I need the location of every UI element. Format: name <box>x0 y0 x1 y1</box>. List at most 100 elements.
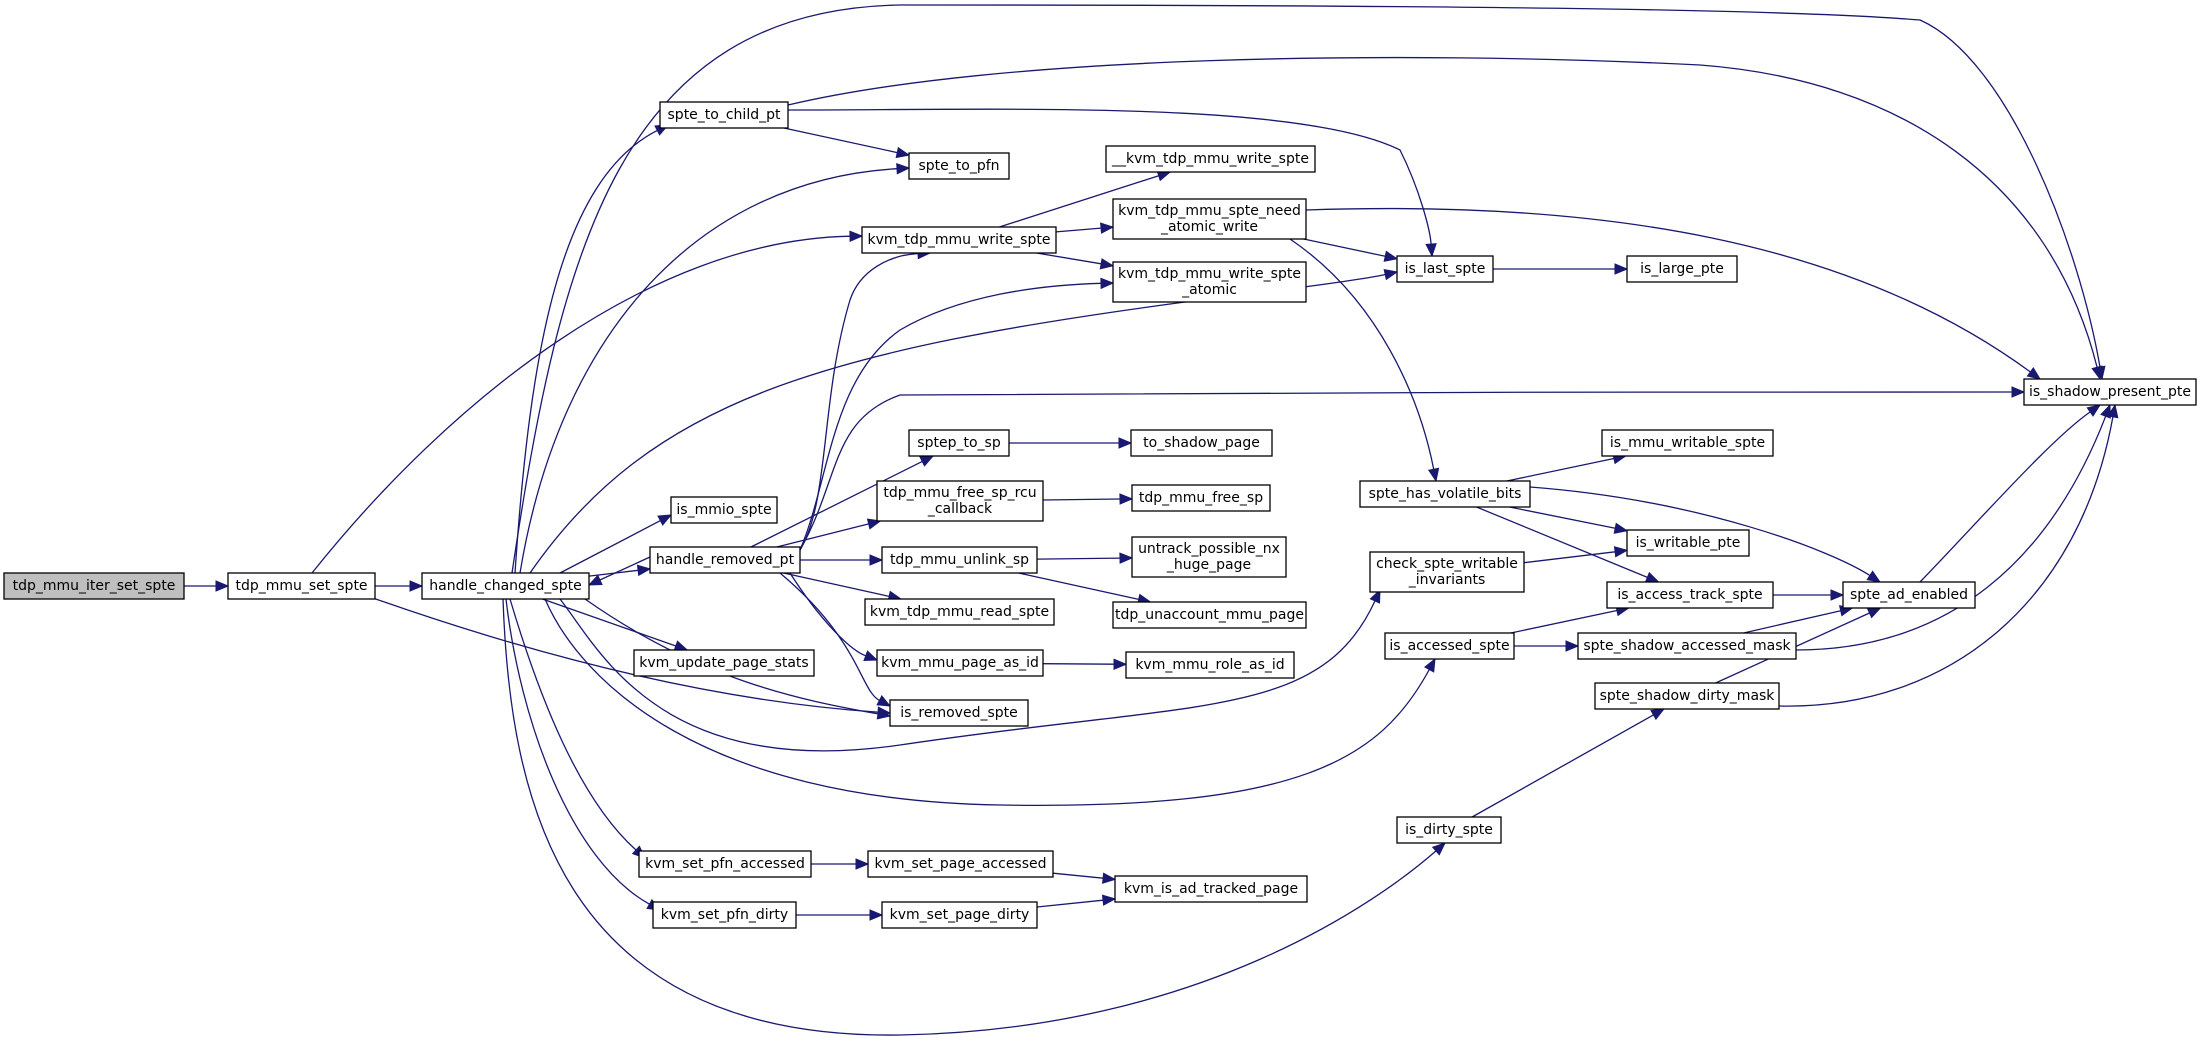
node-sptep_to_sp[interactable]: sptep_to_sp <box>908 429 1010 457</box>
node-kvm_set_page_accessed[interactable]: kvm_set_page_accessed <box>867 850 1054 878</box>
node-is_access_track_spte[interactable]: is_access_track_spte <box>1606 581 1774 609</box>
node-kvm_is_ad_tracked_page[interactable]: kvm_is_ad_tracked_page <box>1114 875 1308 903</box>
edge-spte_shadow_dirty_mask-to-is_shadow_present_pte <box>1778 403 2119 707</box>
node-label: spte_to_child_pt <box>668 107 781 123</box>
node-spte_shadow_dirty_mask[interactable]: spte_shadow_dirty_mask <box>1594 682 1780 710</box>
node-label: is_removed_spte <box>900 705 1018 721</box>
node-kvm_set_pfn_accessed[interactable]: kvm_set_pfn_accessed <box>638 850 812 878</box>
node-label: is_dirty_spte <box>1405 822 1493 838</box>
arrowhead-icon <box>895 146 911 159</box>
edge-line <box>776 523 869 548</box>
node-kvm_tdp_mmu_write_spte_atomic[interactable]: kvm_tdp_mmu_write_spte_atomic <box>1112 261 1307 303</box>
arrowhead-icon <box>2026 366 2042 380</box>
node-kvm_set_pfn_dirty[interactable]: kvm_set_pfn_dirty <box>652 901 797 929</box>
node-spte_to_child_pt[interactable]: spte_to_child_pt <box>659 101 789 129</box>
arrowhead-icon <box>1383 268 1399 281</box>
node-box <box>227 572 376 600</box>
node-handle_changed_spte[interactable]: handle_changed_spte <box>421 572 590 600</box>
edge-line <box>799 391 2013 551</box>
node-spte_shadow_accessed_mask[interactable]: spte_shadow_accessed_mask <box>1577 632 1797 660</box>
node-label: is_mmu_writable_spte <box>1610 435 1765 451</box>
node-label: is_mmio_spte <box>676 502 771 518</box>
node-kvm_set_page_dirty[interactable]: kvm_set_page_dirty <box>881 901 1038 929</box>
node-is_removed_spte[interactable]: is_removed_spte <box>889 699 1029 727</box>
node-label: kvm_is_ad_tracked_page <box>1124 881 1298 897</box>
node-is_dirty_spte[interactable]: is_dirty_spte <box>1396 816 1502 844</box>
node-kvm_tdp_mmu_spte_need_atomic_write[interactable]: kvm_tdp_mmu_spte_need_atomic_write <box>1112 198 1307 240</box>
arrowhead-icon <box>1113 658 1128 670</box>
arrowhead-icon <box>1119 552 1134 564</box>
node-kvm_mmu_page_as_id[interactable]: kvm_mmu_page_as_id <box>876 649 1044 677</box>
node-tdp_mmu_set_spte[interactable]: tdp_mmu_set_spte <box>227 572 376 600</box>
arrowhead-icon <box>849 230 864 242</box>
node-to_shadow_page[interactable]: to_shadow_page <box>1130 429 1273 457</box>
node-spte_ad_enabled[interactable]: spte_ad_enabled <box>1842 581 1976 609</box>
edge-spte_to_child_pt-to-is_shadow_present_pte <box>787 56 2103 381</box>
edge-is_accessed_spte-to-spte_shadow_accessed_mask <box>1514 640 1580 652</box>
edge-handle_changed_spte-to-is_last_spte <box>529 268 1399 574</box>
arrowhead-icon <box>215 580 230 592</box>
node-is_writable_pte[interactable]: is_writable_pte <box>1626 529 1750 557</box>
edge-is_accessed_spte-to-is_access_track_spte <box>1510 604 1630 634</box>
edge-handle_removed_pt-to-is_removed_spte <box>779 572 892 707</box>
node-kvm_tdp_mmu_read_spte[interactable]: kvm_tdp_mmu_read_spte <box>864 598 1055 626</box>
node-box <box>670 496 778 524</box>
edge-spte_shadow_accessed_mask-to-is_shadow_present_pte <box>1795 403 2111 651</box>
node-is_mmu_writable_spte[interactable]: is_mmu_writable_spte <box>1601 429 1774 457</box>
edge-line <box>1055 227 1102 233</box>
node-kvm_mmu_role_as_id[interactable]: kvm_mmu_role_as_id <box>1125 651 1295 679</box>
node-is_large_pte[interactable]: is_large_pte <box>1626 255 1738 283</box>
node-is_mmio_spte[interactable]: is_mmio_spte <box>670 496 778 524</box>
node-box <box>633 649 815 677</box>
edge-spte_to_child_pt-to-is_last_spte <box>787 108 1437 258</box>
arrowhead-icon <box>1369 588 1381 604</box>
node-box <box>876 649 1044 677</box>
edge-line <box>787 108 1432 245</box>
arrowhead-icon <box>409 580 424 592</box>
edge-spte_has_volatile_bits-to-is_access_track_spte <box>1476 506 1660 583</box>
node-box <box>649 546 801 574</box>
arrowhead-icon <box>1613 546 1629 558</box>
node-label: spte_to_pfn <box>918 158 999 174</box>
arrowhead-icon <box>1119 493 1134 505</box>
arrowhead-icon <box>1866 570 1882 583</box>
node-box <box>1601 429 1774 457</box>
edge-kvm_mmu_page_as_id-to-kvm_mmu_role_as_id <box>1042 658 1128 670</box>
arrowhead-icon <box>1425 243 1437 258</box>
node-box <box>659 101 789 129</box>
edge-line <box>559 520 661 574</box>
edge-kvm_set_pfn_accessed-to-kvm_set_page_accessed <box>811 858 870 870</box>
node-is_accessed_spte[interactable]: is_accessed_spte <box>1384 632 1515 660</box>
edge-line <box>1042 498 1121 501</box>
node-tdp_unaccount_mmu_page[interactable]: tdp_unaccount_mmu_page <box>1112 601 1307 629</box>
edge-line <box>1471 714 1654 818</box>
node-is_last_spte[interactable]: is_last_spte <box>1396 255 1494 283</box>
node-kvm_update_page_stats[interactable]: kvm_update_page_stats <box>633 649 815 677</box>
node-tdp_mmu_iter_set_spte[interactable]: tdp_mmu_iter_set_spte <box>3 572 185 600</box>
node-spte_to_pfn[interactable]: spte_to_pfn <box>908 152 1010 180</box>
node-tdp_mmu_free_sp[interactable]: tdp_mmu_free_sp <box>1131 484 1271 512</box>
node-handle_removed_pt[interactable]: handle_removed_pt <box>649 546 801 574</box>
node-box <box>1112 198 1307 240</box>
edge-line <box>514 129 658 574</box>
edge-handle_changed_spte-to-check_spte_writable_invariants <box>559 588 1381 752</box>
arrowhead-icon <box>1100 277 1115 290</box>
node-box <box>1594 682 1780 710</box>
edge-line <box>519 168 898 574</box>
node-tdp_mmu_unlink_sp[interactable]: tdp_mmu_unlink_sp <box>881 546 1038 574</box>
function-nodes: tdp_mmu_iter_set_spte tdp_mmu_set_spte han… <box>3 101 2197 929</box>
node-spte_has_volatile_bits[interactable]: spte_has_volatile_bits <box>1359 480 1531 508</box>
node-label: check_spte_writable <box>1376 556 1518 572</box>
node-check_spte_writable_invariants[interactable]: check_spte_writable_invariants <box>1369 551 1525 593</box>
node-tdp_mmu_free_sp_rcu_callback[interactable]: tdp_mmu_free_sp_rcu_callback <box>876 480 1044 522</box>
node-__kvm_tdp_mmu_write_spte[interactable]: __kvm_tdp_mmu_write_spte <box>1105 145 1316 173</box>
node-untrack_possible_nx_huge_page[interactable]: untrack_possible_nx_huge_page <box>1131 536 1287 578</box>
edge-tdp_mmu_iter_set_spte-to-tdp_mmu_set_spte <box>184 580 230 592</box>
arrowhead-icon <box>1650 708 1666 721</box>
node-is_shadow_present_pte[interactable]: is_shadow_present_pte <box>2023 378 2197 406</box>
node-box <box>1369 551 1525 593</box>
arrowhead-icon <box>1101 894 1117 906</box>
edge-tdp_mmu_free_sp_rcu_callback-to-tdp_mmu_free_sp <box>1042 493 1134 505</box>
node-kvm_tdp_mmu_write_spte[interactable]: kvm_tdp_mmu_write_spte <box>861 226 1057 254</box>
edge-line <box>799 252 919 551</box>
